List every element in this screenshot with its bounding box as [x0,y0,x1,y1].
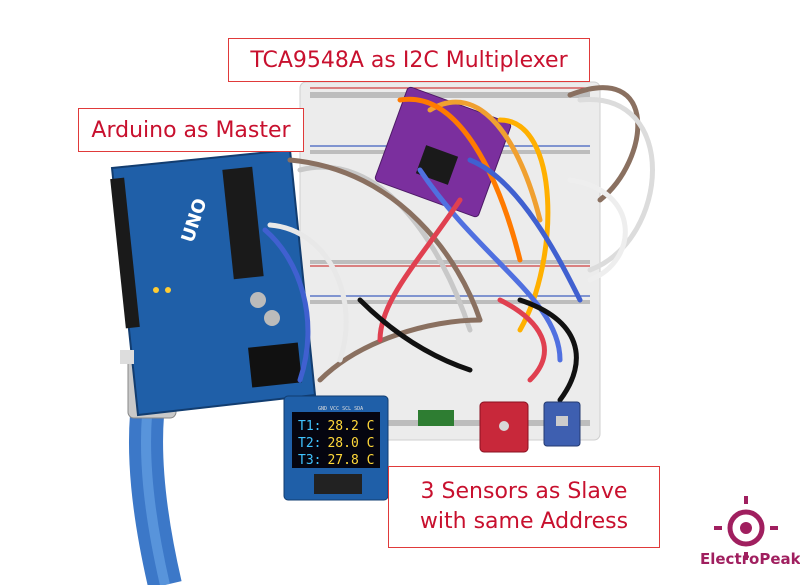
slaves-callout-line1: 3 Sensors as Slave [420,479,628,504]
slaves-callout-line2: with same Address [419,509,629,534]
master-callout: Arduino as Master [78,108,304,152]
oled-readout: T1: 28.2 C T2: 28.0 C T3: 27.8 C [298,418,378,469]
oled-row-t1: T1: 28.2 C [298,418,378,435]
sensor-green-header [418,410,454,426]
oled-pin-header: GND VCC SCL SDA [318,406,364,412]
oled-value: 27.8 C [327,453,375,468]
slaves-callout: 3 Sensors as Slave with same Address [388,466,660,548]
brand-name: ElectroPeak [700,550,800,568]
multiplexer-callout: TCA9548A as I2C Multiplexer [228,38,590,82]
jumper-wires [262,85,655,403]
electropeak-logo-icon [714,496,778,560]
oled-value: 28.0 C [327,436,375,451]
oled-label: T3: [298,453,322,468]
oled-value: 28.2 C [327,419,375,434]
oled-row-t2: T2: 28.0 C [298,435,378,452]
oled-label: T1: [298,419,322,434]
oled-display-module [283,395,389,501]
brand-logo: ElectroPeak [700,500,800,580]
arduino-board [110,148,317,417]
oled-row-t3: T3: 27.8 C [298,452,378,469]
oled-label: T2: [298,436,322,451]
